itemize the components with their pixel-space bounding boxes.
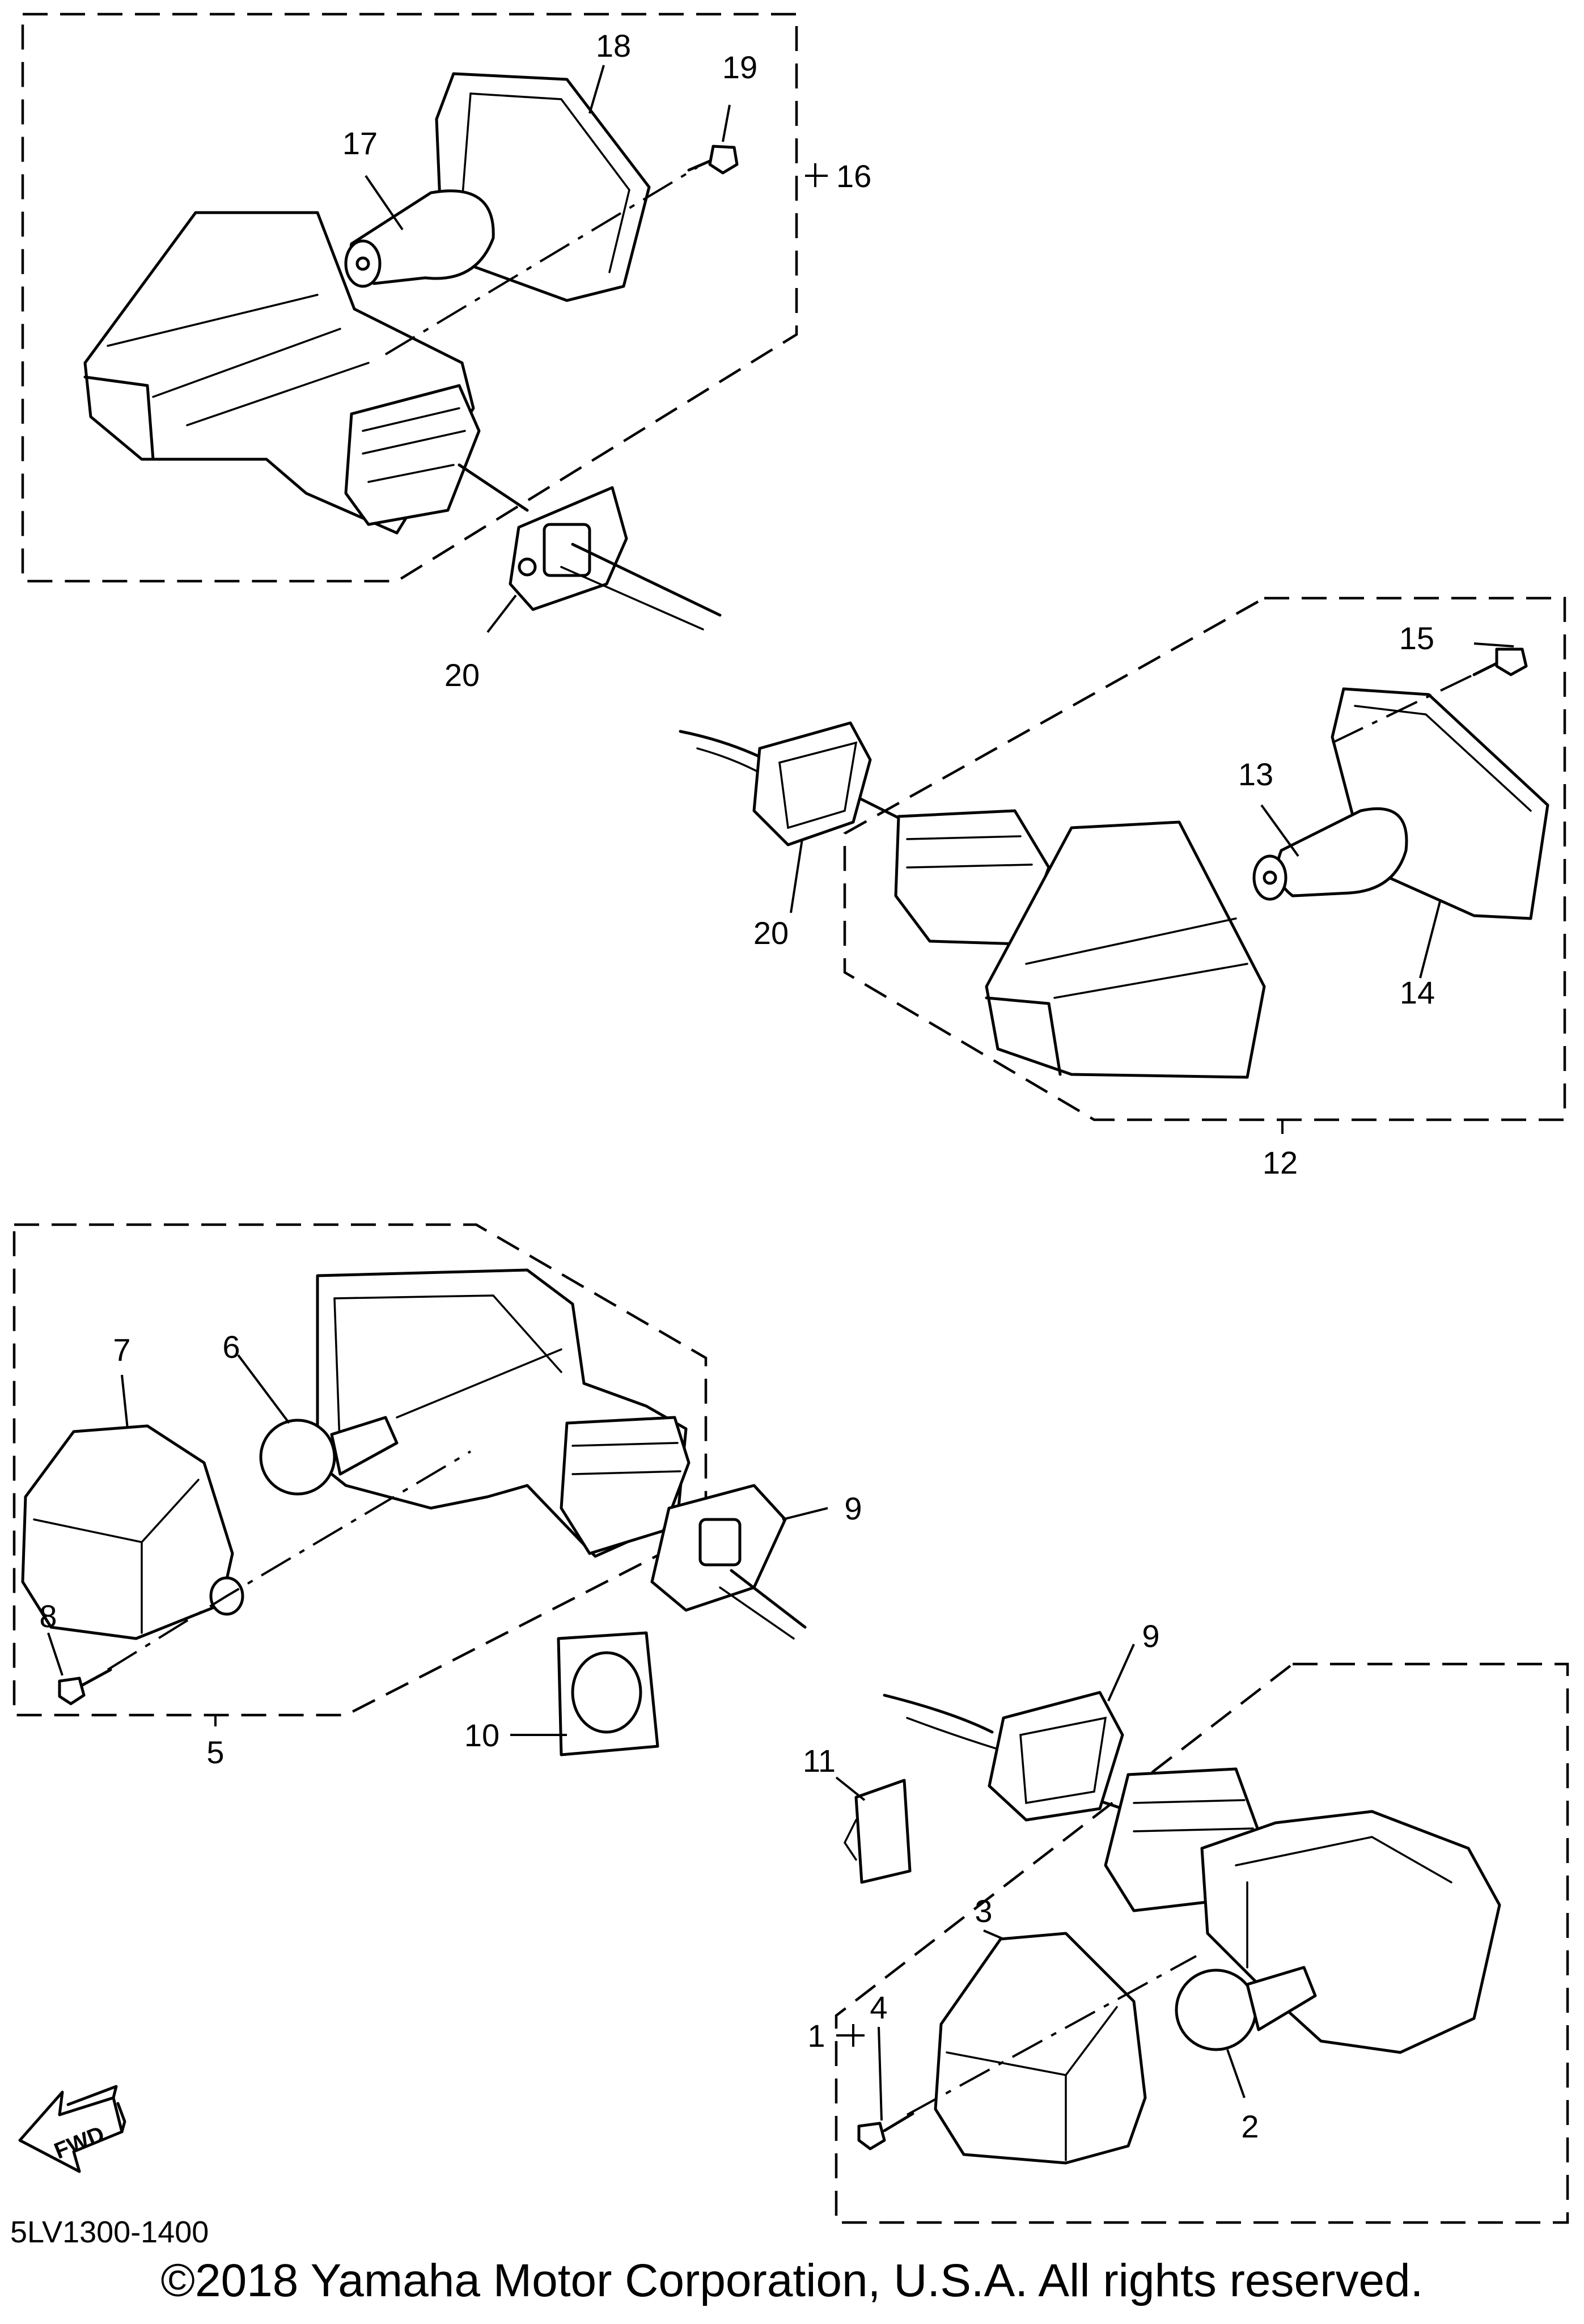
callout-14: 14 [1400, 975, 1435, 1010]
callout-4: 4 [870, 1989, 887, 2025]
callout-19: 19 [722, 49, 757, 85]
assembly-1 [835, 1644, 1569, 2224]
assembly-12 [679, 596, 1566, 1134]
fwd-arrow-icon: FWD [18, 2085, 126, 2173]
callout-20-mid: 20 [753, 915, 789, 951]
assembly-5 [12, 1223, 828, 1756]
callout-6: 6 [222, 1329, 240, 1365]
diagram-code: 5LV1300-1400 [10, 2215, 209, 2249]
callout-12: 12 [1263, 1145, 1298, 1180]
callout-3: 3 [975, 1893, 992, 1929]
assembly-16 [21, 12, 828, 633]
callout-9-left: 9 [844, 1491, 862, 1526]
callout-7: 7 [113, 1332, 130, 1368]
callout-15: 15 [1399, 620, 1434, 656]
callout-9-right: 9 [1142, 1618, 1159, 1654]
callout-5: 5 [206, 1734, 224, 1770]
callout-17: 17 [342, 125, 378, 161]
copyright-text: ©2018 Yamaha Motor Corporation, U.S.A. A… [161, 2255, 1424, 2306]
callout-8: 8 [39, 1598, 57, 1634]
callout-2: 2 [1241, 2109, 1259, 2144]
callout-20-top: 20 [444, 657, 480, 693]
callout-10: 10 [464, 1717, 499, 1753]
callout-13: 13 [1238, 756, 1273, 792]
callout-1: 1 [807, 2018, 825, 2054]
callout-18: 18 [596, 28, 631, 64]
callout-11: 11 [803, 1743, 836, 1779]
callout-16: 16 [836, 158, 871, 194]
callout-labels: 18 19 17 16 20 15 13 20 14 12 7 6 9 8 10… [39, 28, 1435, 2144]
